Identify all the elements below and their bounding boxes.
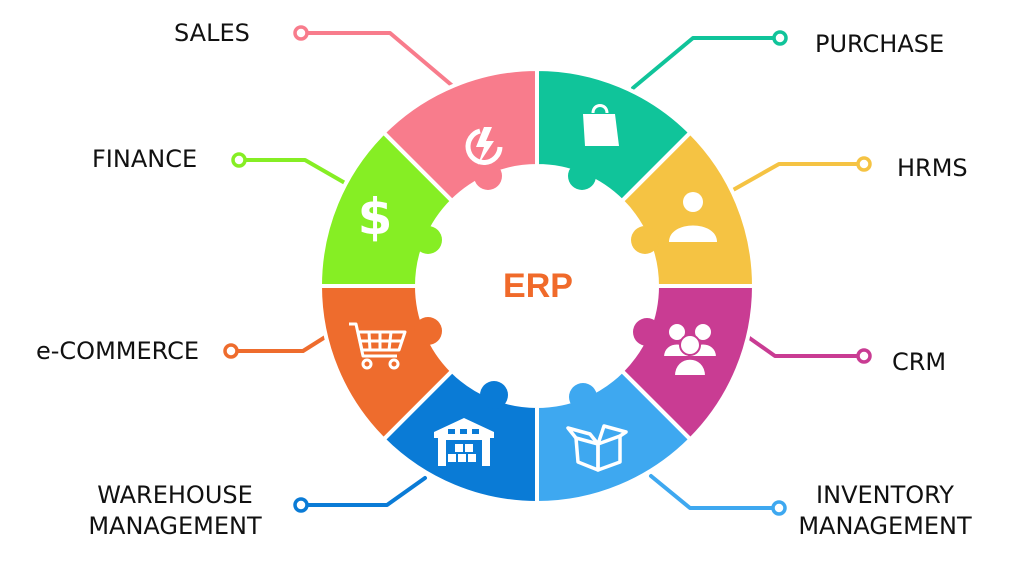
hrms-connector-dot — [856, 156, 872, 172]
warehouse-icon — [434, 418, 494, 466]
warehouse-knob — [480, 381, 508, 409]
crm-knob — [633, 318, 661, 346]
inventory-connector — [649, 474, 777, 510]
warehouse-label: WAREHOUSE MANAGEMENT — [80, 480, 270, 542]
inventory-knob — [569, 383, 597, 411]
ecommerce-knob — [414, 317, 442, 345]
finance-knob — [414, 226, 442, 254]
ecommerce-label: e-COMMERCE — [36, 337, 200, 365]
purchase-label: PURCHASE — [815, 30, 945, 58]
sales-connector-dot — [293, 25, 309, 41]
inventory-label-line-2: MANAGEMENT — [798, 512, 972, 540]
hrms-knob — [631, 226, 659, 254]
sales-label: SALES — [174, 19, 250, 47]
finance-connector — [241, 158, 347, 185]
warehouse-connector-dot — [293, 497, 309, 513]
inventory-label: INVENTORY MANAGEMENT — [790, 480, 980, 542]
crm-label: CRM — [892, 348, 947, 376]
hrms-connector — [731, 162, 862, 192]
inventory-connector-dot — [771, 500, 787, 516]
crm-connector-dot — [856, 348, 872, 364]
person-icon — [669, 192, 717, 242]
dollar-icon: $ — [358, 188, 393, 246]
sales-connector — [302, 31, 457, 90]
purchase-connector — [631, 36, 778, 90]
hrms-label: HRMS — [897, 154, 968, 182]
purchase-connector-dot — [772, 30, 788, 46]
warehouse-label-line-2: MANAGEMENT — [88, 512, 262, 540]
finance-connector-dot — [231, 152, 247, 168]
user-group-icon — [661, 322, 719, 377]
lightning-cycle-icon — [465, 127, 503, 165]
finance-label: FINANCE — [92, 145, 198, 173]
erp-center-label: ERP — [503, 267, 573, 305]
warehouse-label-line-1: WAREHOUSE — [97, 481, 253, 509]
inventory-label-line-1: INVENTORY — [816, 481, 954, 509]
ecommerce-connector — [233, 332, 332, 353]
purchase-knob — [568, 162, 596, 190]
warehouse-connector — [303, 476, 427, 507]
ecommerce-connector-dot — [223, 343, 239, 359]
sales-knob — [474, 162, 502, 190]
open-box-icon — [566, 424, 628, 472]
shopping-bag-icon — [583, 104, 619, 146]
crm-connector — [746, 335, 862, 358]
shopping-cart-icon — [349, 322, 407, 370]
